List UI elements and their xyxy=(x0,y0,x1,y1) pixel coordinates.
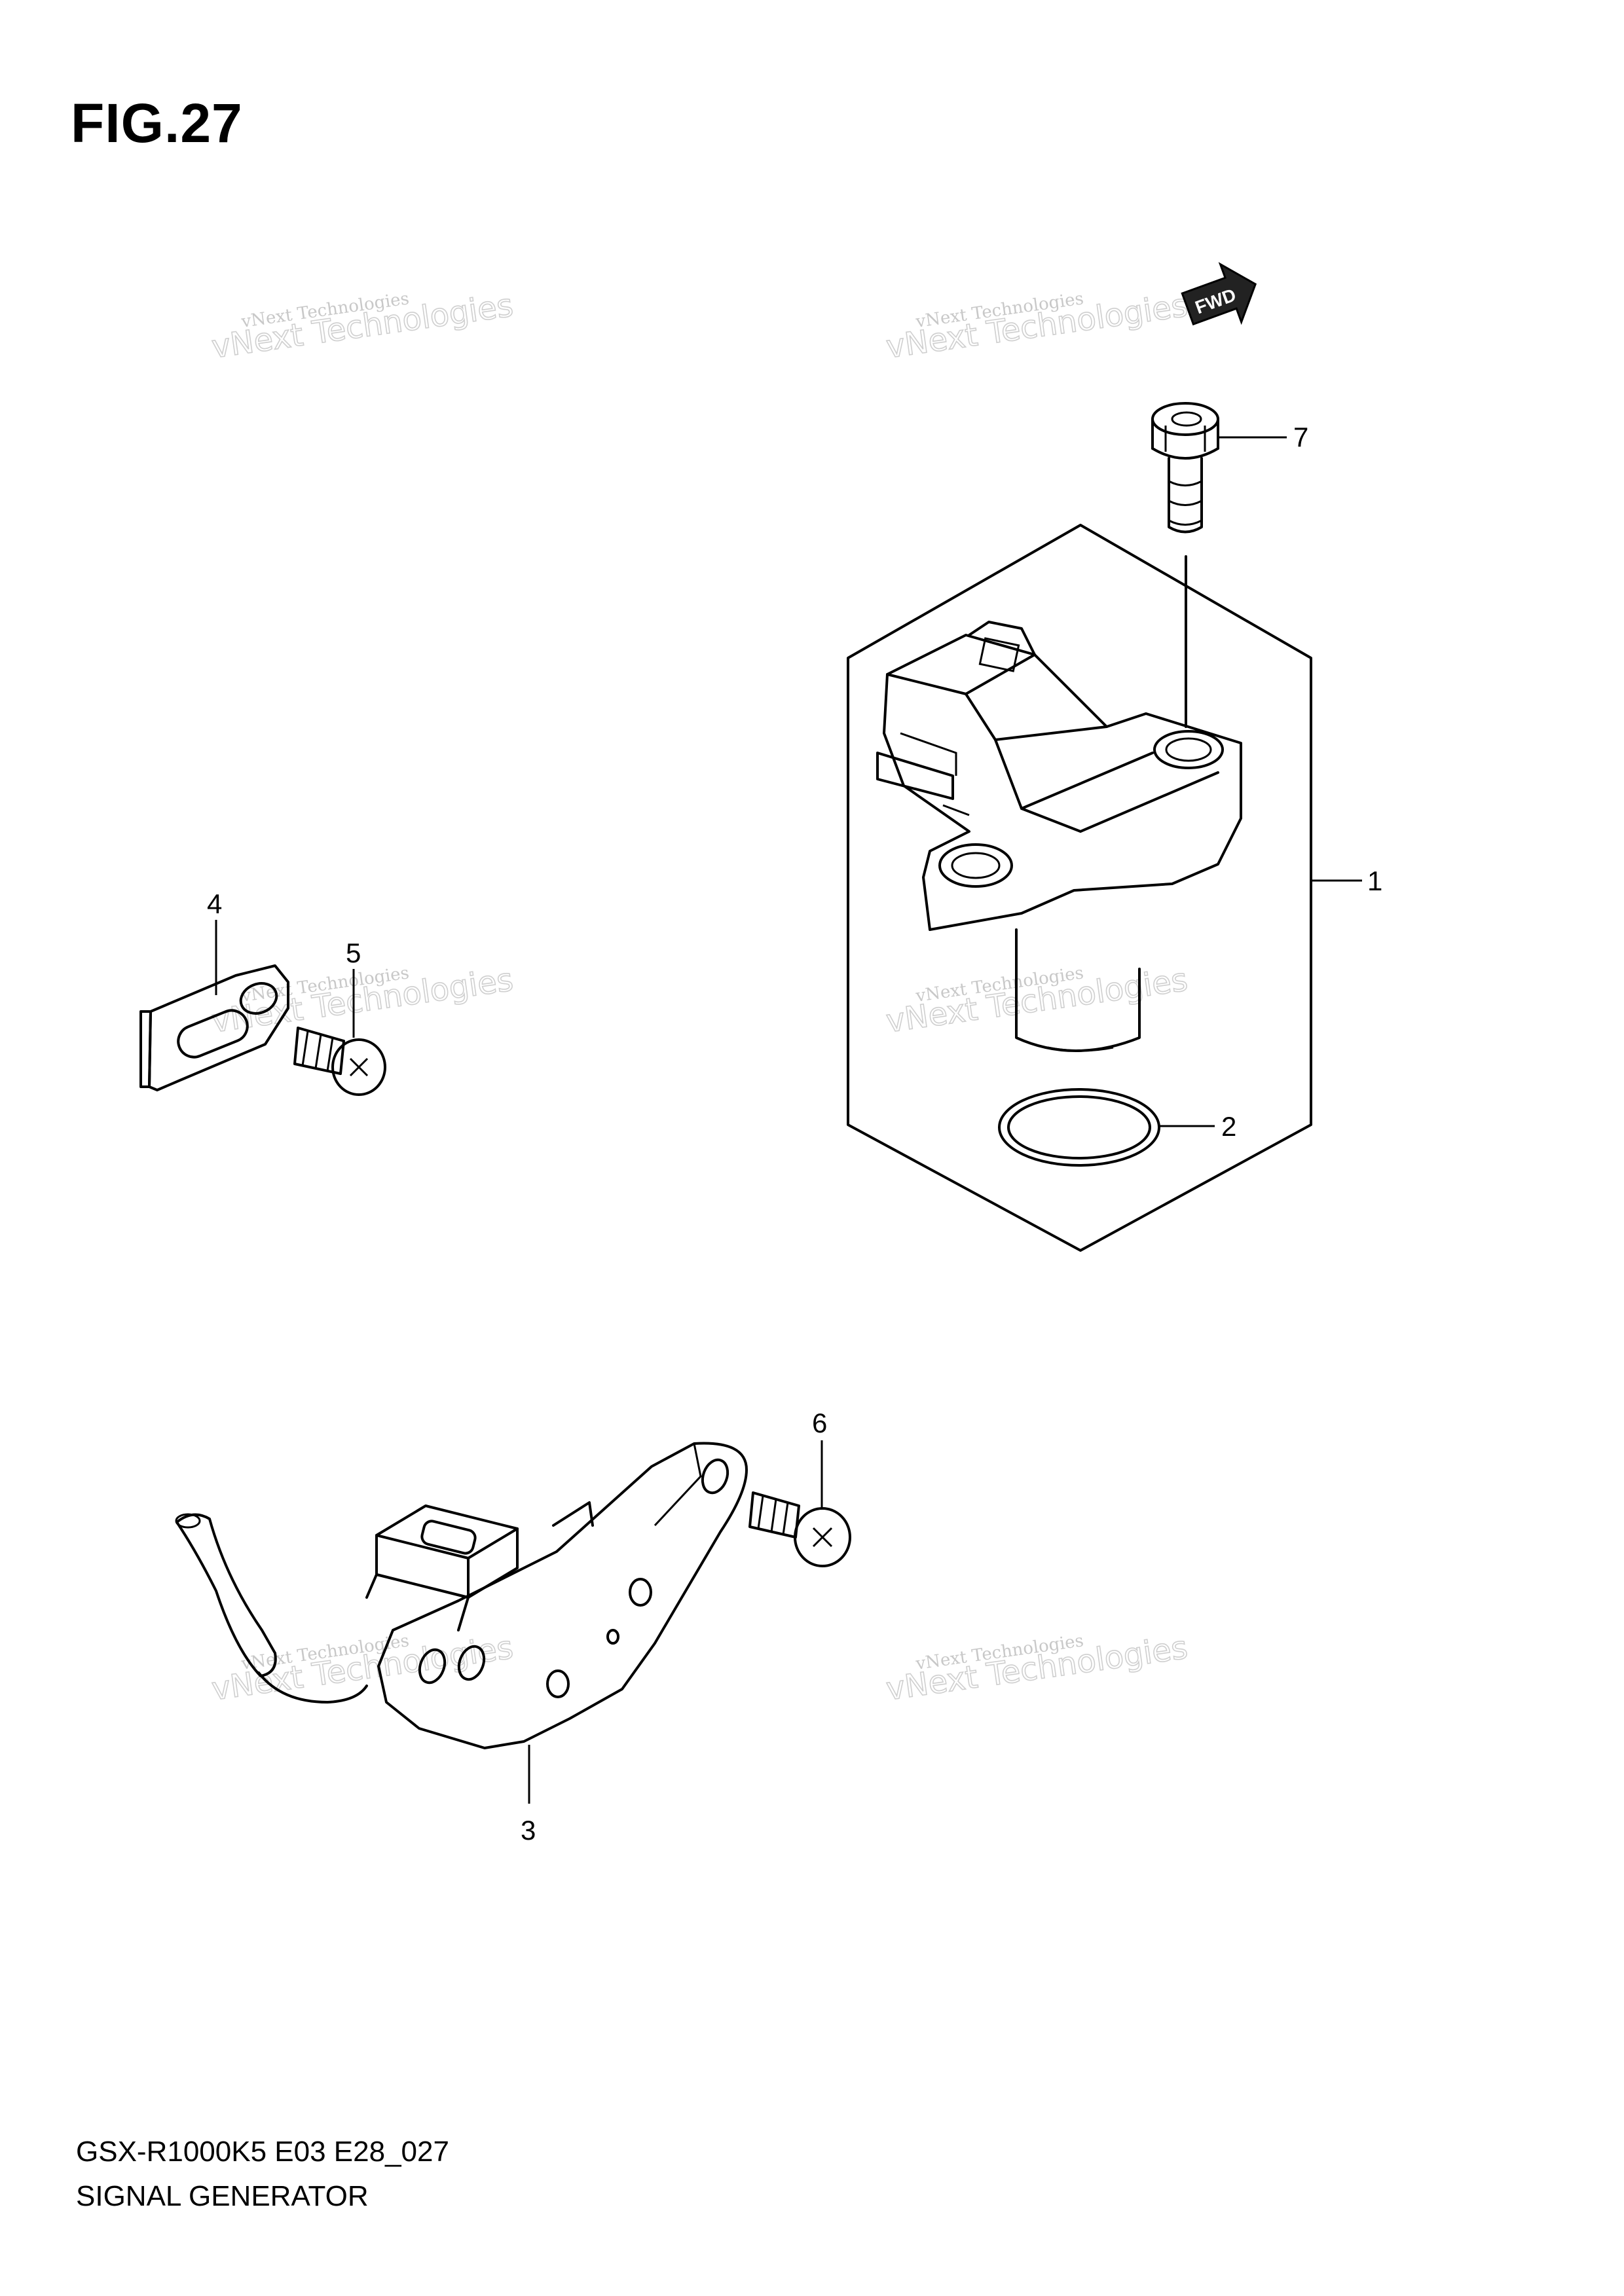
part-4-plate xyxy=(139,964,289,1091)
figure-title: FIG.27 xyxy=(71,92,243,154)
fwd-arrow-icon: FWD xyxy=(1181,262,1257,326)
watermark: vNext Technologies vNext Technologies xyxy=(883,1629,1190,1709)
part-1-sensor xyxy=(876,621,1242,1052)
callout-5: 5 xyxy=(346,938,361,968)
part-5-screw xyxy=(293,1027,386,1096)
part-2-o-ring xyxy=(998,1088,1160,1167)
callout-7: 7 xyxy=(1293,422,1308,452)
callout-6: 6 xyxy=(812,1408,827,1438)
callout-4: 4 xyxy=(207,888,222,919)
callout-1: 1 xyxy=(1367,866,1382,896)
callout-2: 2 xyxy=(1221,1111,1236,1142)
kit-outline-hexagon xyxy=(847,524,1312,1252)
part-7-bolt xyxy=(1151,402,1219,728)
part-3-pickup-coil xyxy=(175,1442,748,1749)
watermark: vNext Technologies vNext Technologies xyxy=(209,287,516,367)
model-code: GSX-R1000K5 E03 E28_027 xyxy=(76,2136,449,2168)
diagram-name: SIGNAL GENERATOR xyxy=(76,2180,369,2212)
part-6-screw xyxy=(748,1491,851,1567)
watermark: vNext Technologies vNext Technologies xyxy=(209,1629,516,1709)
callout-3: 3 xyxy=(521,1815,536,1846)
watermark: vNext Technologies vNext Technologies xyxy=(883,961,1190,1041)
watermark: vNext Technologies vNext Technologies xyxy=(209,961,516,1041)
leader-lines xyxy=(215,436,1362,1804)
watermark-group: vNext Technologies vNext Technologies vN… xyxy=(209,287,1190,1709)
watermark: vNext Technologies vNext Technologies xyxy=(883,287,1190,367)
